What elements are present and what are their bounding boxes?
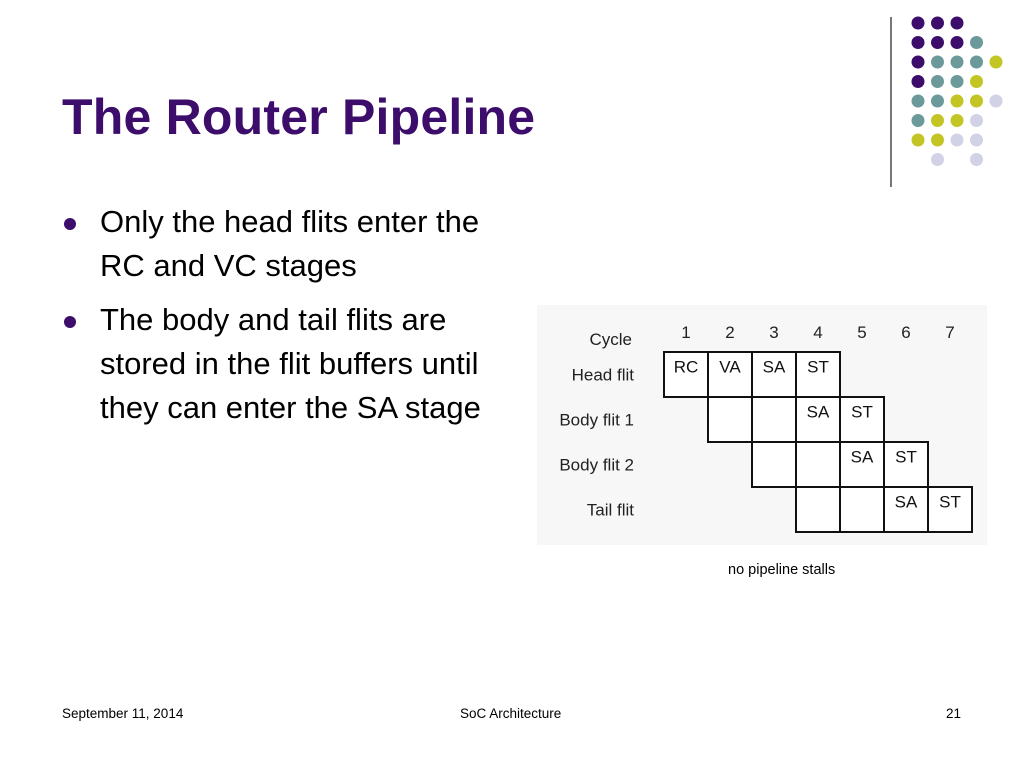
decorative-dot	[989, 94, 1003, 108]
pipeline-stage-label: ST	[895, 448, 917, 467]
decorative-dot	[950, 75, 964, 88]
pipeline-cell	[751, 396, 797, 443]
diagram-caption: no pipeline stalls	[728, 562, 836, 578]
decorative-dot	[950, 36, 964, 49]
decorative-dot	[911, 75, 925, 88]
pipeline-cell	[707, 396, 753, 443]
decorative-dot	[911, 36, 925, 49]
pipeline-cell	[663, 351, 709, 398]
flit-row-label: Body flit 2	[559, 456, 634, 475]
cycle-number: 3	[769, 323, 778, 342]
decorative-dot	[970, 153, 983, 166]
bullet-list: Only the head flits enter the RC and VC …	[62, 200, 512, 440]
decorative-dot	[970, 75, 983, 88]
pipeline-stage-label: ST	[939, 493, 961, 512]
decorative-dot	[931, 114, 944, 127]
decorative-dot	[911, 16, 925, 30]
flit-row-label: Head flit	[572, 366, 635, 385]
pipeline-stage-label: SA	[895, 493, 918, 512]
decorative-dot	[989, 55, 1003, 69]
pipeline-cell	[839, 441, 885, 488]
bullet-text: The body and tail flits are stored in th…	[100, 302, 481, 425]
pipeline-cell	[795, 441, 841, 488]
pipeline-cell	[839, 486, 885, 533]
cycle-label: Cycle	[589, 330, 632, 349]
footer-date: September 11, 2014	[62, 706, 184, 721]
cycle-number: 4	[813, 323, 822, 342]
pipeline-cell	[883, 441, 929, 488]
decorative-dot	[970, 114, 983, 127]
pipeline-stage-label: ST	[807, 358, 829, 377]
decorative-dot	[950, 133, 964, 147]
decorative-dot	[950, 16, 964, 30]
bullet-item: The body and tail flits are stored in th…	[62, 298, 512, 430]
decorative-divider-line	[890, 17, 892, 187]
decorative-dot	[950, 94, 964, 108]
pipeline-cell	[839, 396, 885, 443]
pipeline-cell	[927, 486, 973, 533]
cycle-number: 5	[857, 323, 866, 342]
cycle-number: 2	[725, 323, 734, 342]
pipeline-cell	[751, 441, 797, 488]
decorative-dot	[931, 153, 944, 166]
decorative-dot	[970, 36, 983, 49]
cycle-number: 6	[901, 323, 910, 342]
cycle-number: 1	[681, 323, 690, 342]
decorative-dot	[931, 133, 944, 147]
decorative-dot	[911, 55, 925, 69]
pipeline-stage-label: SA	[763, 358, 786, 377]
decorative-dot	[950, 55, 964, 69]
flit-row-label: Body flit 1	[559, 411, 634, 430]
decorative-dot	[931, 55, 944, 69]
pipeline-stage-label: SA	[851, 448, 874, 467]
bullet-dot-icon	[64, 316, 76, 328]
pipeline-stage-label: ST	[851, 403, 873, 422]
decorative-dot	[970, 94, 983, 108]
flit-row-label: Tail flit	[587, 501, 635, 520]
slide-title: The Router Pipeline	[62, 89, 536, 145]
decorative-dot	[911, 133, 925, 147]
bullet-dot-icon	[64, 218, 76, 230]
decorative-dot	[931, 94, 944, 108]
pipeline-stage-label: SA	[807, 403, 830, 422]
decorative-dot	[931, 36, 944, 49]
pipeline-cell	[795, 486, 841, 533]
decorative-dot	[950, 114, 964, 127]
bullet-text: Only the head flits enter the RC and VC …	[100, 204, 480, 283]
cycle-number: 7	[945, 323, 954, 342]
footer-page-number: 21	[946, 706, 962, 721]
decorative-dot	[970, 133, 983, 147]
pipeline-stage-label: VA	[719, 358, 741, 377]
decorative-dot	[911, 94, 925, 108]
decorative-dot	[970, 55, 983, 69]
decorative-dot	[931, 16, 944, 30]
bullet-item: Only the head flits enter the RC and VC …	[62, 200, 512, 288]
decorative-dot	[931, 75, 944, 88]
decorative-dot	[911, 114, 925, 127]
pipeline-stage-label: RC	[674, 358, 699, 377]
footer-course: SoC Architecture	[460, 706, 562, 721]
